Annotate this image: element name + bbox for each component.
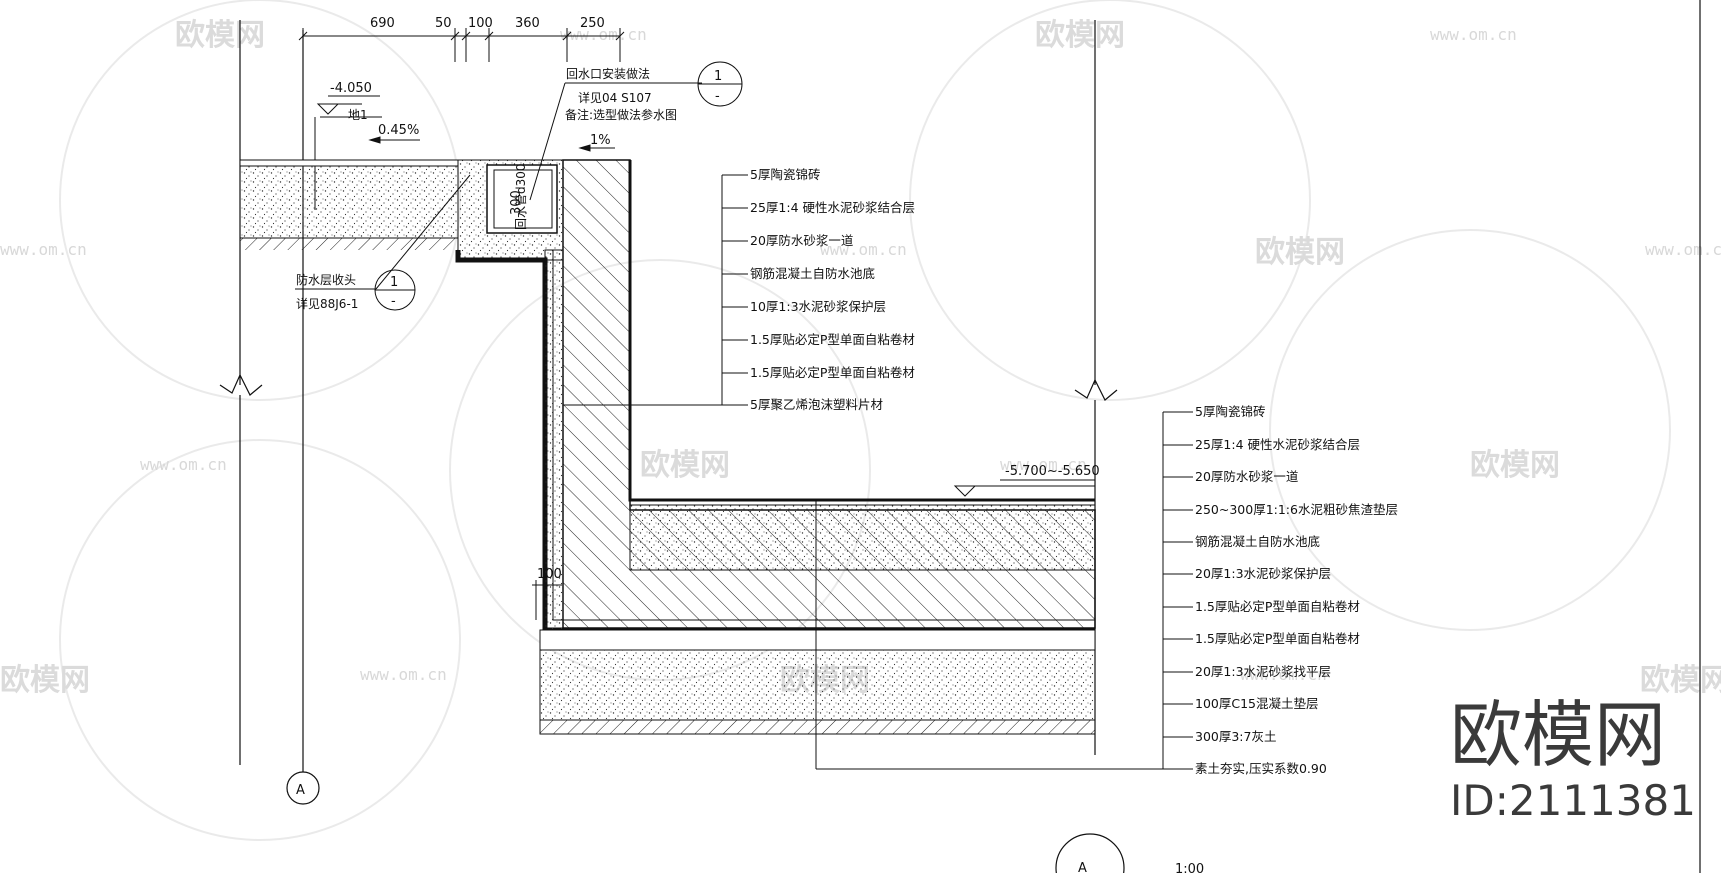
floor-layer-label: 5厚陶瓷锦砖: [1195, 404, 1265, 419]
floor-layer-label: 300厚3:7灰土: [1195, 729, 1276, 744]
floor-soil: [539, 719, 1096, 735]
floor-leader: [815, 411, 1193, 770]
floor-leveling: [539, 629, 1096, 651]
watermark-layer: 欧模网 欧模网 欧模网 欧模网 欧模网 欧模网 欧模网 欧模网 www.om.c…: [0, 0, 1721, 841]
return-inlet-ref: 详见04 S107: [578, 90, 652, 105]
top-level: -4.050: [330, 81, 372, 96]
wall-layer-label: 1.5厚贴必定P型单面自粘卷材: [750, 332, 915, 347]
watermark-brand: 欧模网: [0, 663, 90, 698]
deck-soil: [240, 238, 458, 250]
dimension-50: 50: [435, 16, 452, 31]
pipe-label: 回水管d300: [513, 163, 528, 230]
watermark-url: www.om.cn: [1645, 240, 1721, 259]
waterproof-callout: [295, 174, 471, 311]
dimension-chain: [298, 28, 625, 62]
watermark-url: www.om.cn: [1240, 665, 1327, 684]
watermark-brand: 欧模网: [1470, 448, 1560, 483]
wall-layer-label: 5厚聚乙烯泡沫塑料片材: [750, 397, 883, 412]
floor-cushion: [629, 504, 1096, 571]
wall-layer-label: 25厚1:4 硬性水泥砂浆结合层: [750, 200, 915, 215]
dimension-360: 360: [515, 16, 540, 31]
watermark-url: www.om.cn: [360, 665, 447, 684]
return-inlet-title: 回水口安装做法: [566, 66, 650, 81]
scale-text: 1:00: [1175, 862, 1204, 873]
floor-layer-label: 钢筋混凝土自防水池底: [1195, 534, 1320, 549]
watermark-brand: 欧模网: [1640, 663, 1721, 698]
floor-concrete-base: [539, 649, 1096, 721]
side-dimension: [532, 580, 562, 620]
watermark-url: www.om.cn: [140, 455, 227, 474]
wall-layer-label: 10厚1:3水泥砂浆保护层: [750, 299, 886, 314]
floor-layer-label: 100厚C15混凝土垫层: [1195, 696, 1319, 711]
wall-layer-label: 钢筋混凝土自防水池底: [750, 266, 875, 281]
slope-a: 0.45%: [378, 123, 419, 138]
watermark-url: www.om.cn: [820, 240, 907, 259]
watermark-url: www.om.cn: [560, 25, 647, 44]
wall-layer-label: 1.5厚贴必定P型单面自粘卷材: [750, 365, 915, 380]
watermark-url: www.om.cn: [1000, 455, 1087, 474]
watermark-url: www.om.cn: [0, 240, 87, 259]
floor-layer-label: 20厚防水砂浆一道: [1195, 469, 1299, 484]
watermark-brand: 欧模网: [1035, 18, 1125, 53]
watermark-brand: 欧模网: [640, 448, 730, 483]
wall-layer-label: 5厚陶瓷锦砖: [750, 167, 820, 182]
waterproof-ref: 详见88J6-1: [296, 296, 358, 311]
watermark-brand: 欧模网: [175, 18, 265, 53]
slope-arrow-b: [578, 144, 615, 152]
return-inlet-note: 备注:选型做法参水图: [565, 107, 677, 122]
ref-circle-num: 1: [714, 69, 722, 84]
floor-layer-label: 1.5厚贴必定P型单面自粘卷材: [1195, 631, 1360, 646]
wall-layer-list: 5厚陶瓷锦砖 25厚1:4 硬性水泥砂浆结合层 20厚防水砂浆一道 钢筋混凝土自…: [750, 167, 915, 412]
ref-circle-den: -: [715, 89, 720, 104]
brand-id: ID:2111381: [1450, 776, 1696, 825]
watermark-brand: 欧模网: [1255, 235, 1345, 270]
dimension-100-side: 100: [537, 567, 562, 582]
dimension-690: 690: [370, 16, 395, 31]
axis-marker: [286, 771, 320, 805]
return-inlet-callout: [529, 61, 743, 201]
section-marker: [1055, 833, 1125, 873]
floor-layer-label: 素土夯实,压实系数0.90: [1195, 761, 1327, 776]
floor-layer-list: 5厚陶瓷锦砖 25厚1:4 硬性水泥砂浆结合层 20厚防水砂浆一道 250~30…: [1195, 404, 1398, 776]
wall-layer-label: 20厚防水砂浆一道: [750, 233, 854, 248]
floor-layer-label: 25厚1:4 硬性水泥砂浆结合层: [1195, 437, 1360, 452]
floor-layer-label: 20厚1:3水泥砂浆保护层: [1195, 566, 1331, 581]
pool-level-mark: [953, 479, 1095, 497]
slope-b: 1%: [590, 133, 611, 148]
floor-layer-label: 20厚1:3水泥砂浆找平层: [1195, 664, 1331, 679]
dimension-300: 300: [509, 190, 524, 215]
dimension-100: 100: [468, 16, 493, 31]
pool-level: -5.700~-5.650: [1005, 464, 1100, 479]
ref-circle-num-2: 1: [390, 275, 398, 290]
waterproof-title: 防水层收头: [296, 272, 356, 287]
slope-arrow-a: [368, 136, 420, 144]
deck-slab: [239, 159, 459, 239]
dimension-250: 250: [580, 16, 605, 31]
wall-leader: [563, 174, 748, 406]
floor-layer-label: 250~300厚1:1:6水泥粗砂焦渣垫层: [1195, 502, 1398, 517]
brand-name: 欧模网: [1450, 693, 1666, 777]
top-level-tag: 地1: [348, 108, 368, 122]
floor-layer-label: 1.5厚贴必定P型单面自粘卷材: [1195, 599, 1360, 614]
watermark-url: www.om.cn: [1430, 25, 1517, 44]
section-body: [239, 159, 1096, 735]
axis-label: A: [296, 783, 305, 798]
section-label: A: [1078, 861, 1087, 873]
ref-circle-den-2: -: [391, 294, 396, 309]
